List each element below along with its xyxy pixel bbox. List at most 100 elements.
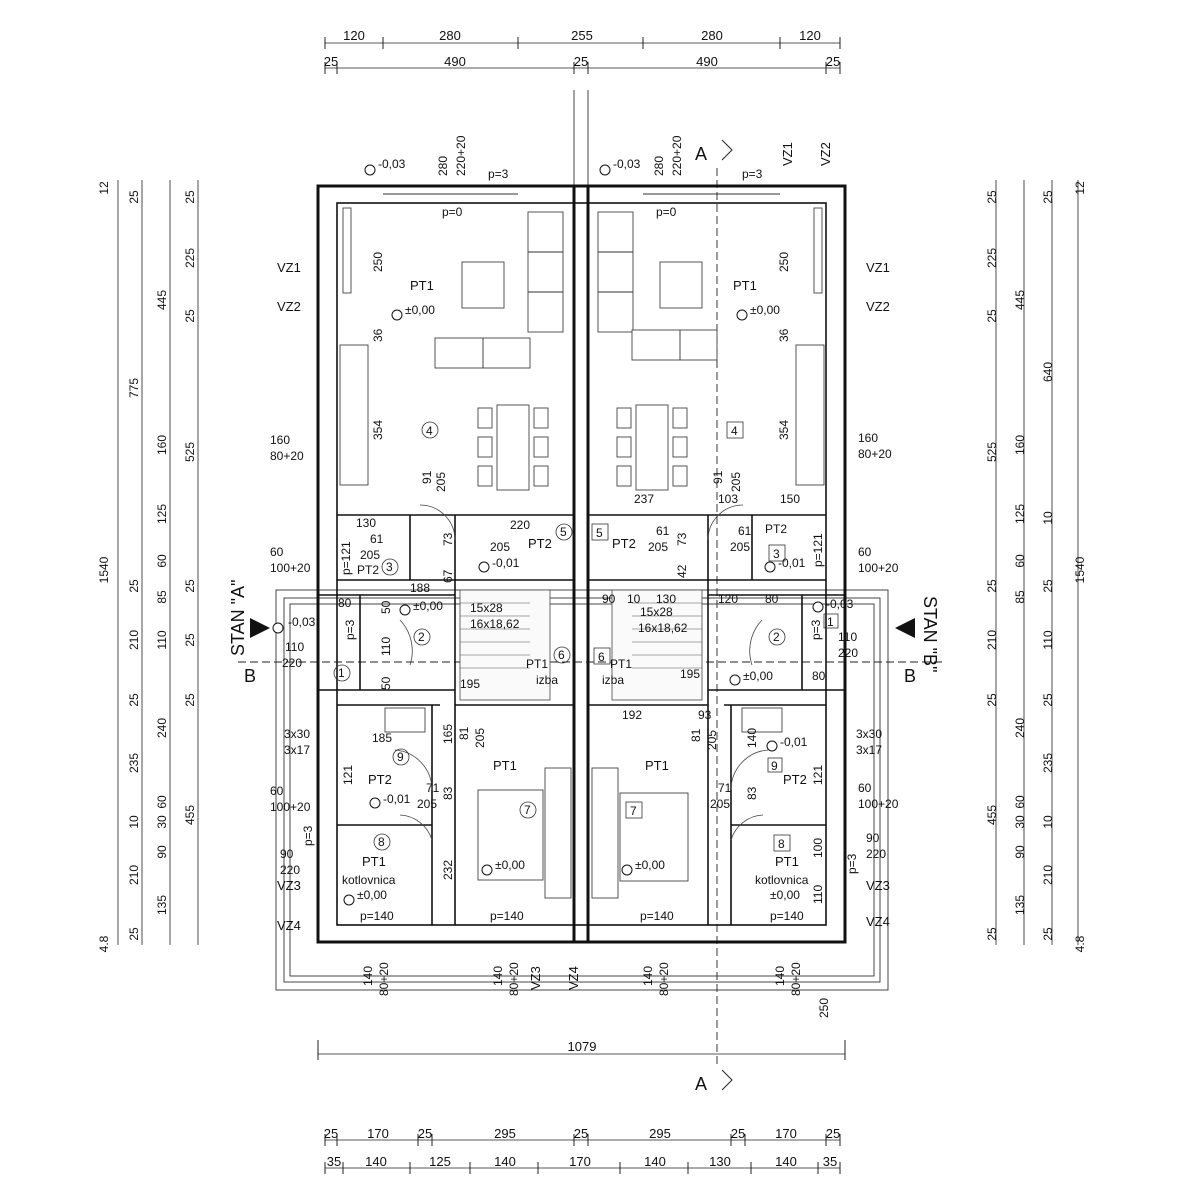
section-line-b: B B (238, 661, 945, 686)
left-dim-a13: 25 (127, 927, 141, 941)
bottom-dim-9: 25 (826, 1126, 840, 1141)
top-dim-1: 120 (343, 28, 365, 43)
stan-b-label: STAN "B" (920, 596, 940, 672)
coffee-table-left (461, 261, 505, 309)
left-dim-a5: 25 (127, 579, 141, 593)
wardrobe-right (591, 767, 619, 899)
dim-b-bath-205: 205 (710, 797, 730, 811)
kitchen-counter-left (339, 344, 369, 486)
left-dim-a11: 90 (155, 845, 169, 859)
right-dim-b18: 210 (1041, 865, 1055, 885)
bottom-dim-13: 140 (494, 1154, 516, 1169)
room-bedroom-b: PT1 (645, 758, 669, 773)
top-dim-3: 255 (571, 28, 593, 43)
dim-b-w2: 140 (773, 966, 787, 986)
dim-b-237: 237 (634, 492, 654, 506)
bottom-dim-11: 140 (365, 1154, 387, 1169)
dim-a-81: 81 (457, 726, 471, 740)
bottom-dim-5: 25 (574, 1126, 588, 1141)
window-a-kitchen-w: 160 (270, 433, 290, 447)
left-dim-a12: 135 (155, 895, 169, 915)
door-a-boiler-w: 90 (280, 847, 294, 861)
bottom-dim-12: 125 (429, 1154, 451, 1169)
window-b-kitchen-h: 80+20 (858, 447, 892, 461)
sill-a-door: p=0 (442, 205, 463, 219)
dim-b-205-v: 205 (705, 730, 719, 750)
left-dim-b11: 10 (127, 815, 141, 829)
sill-b-top: p=3 (742, 167, 763, 181)
sill-a-entry: p=3 (343, 619, 357, 640)
dim-a-130: 130 (356, 516, 376, 530)
room-num-5b: 5 (596, 526, 603, 540)
level-b-bedroom: ±0,00 (635, 858, 665, 872)
dim-a-w2h: 80+20 (507, 962, 521, 996)
dim-a-wc-61: 61 (370, 532, 384, 546)
room-bath-a: PT2 (368, 772, 392, 787)
steps-a-2: 3x17 (284, 743, 310, 757)
dim-b-195: 195 (680, 667, 700, 681)
sill-b-boiler: p=140 (770, 909, 804, 923)
right-dim-b2: 225 (985, 248, 999, 268)
level-a-hall: -0,01 (492, 556, 520, 570)
room-boiler-a: PT1 (362, 854, 386, 869)
dim-a-50b: 50 (379, 676, 393, 690)
left-dim-b1: 25 (183, 190, 197, 204)
right-dim-b20: 25 (1041, 927, 1055, 941)
left-dim-a4: 60 (155, 554, 169, 568)
room-num-7b: 7 (630, 804, 637, 818)
dim-b-wc-205: 205 (730, 540, 750, 554)
sill-a-boiler: p=140 (360, 909, 394, 923)
room-labels: PT1 PT1 PT2 PT2 PT2 PT2 PT1 PT1 PT2 PT2 … (342, 278, 809, 887)
level-b-hall: -0,01 (778, 556, 806, 570)
vz1-left: VZ1 (277, 260, 301, 275)
vz2-left: VZ2 (277, 299, 301, 314)
room-num-3b: 3 (773, 547, 780, 561)
steps-b-1: 3x30 (856, 727, 882, 741)
left-dim-775: 775 (127, 378, 141, 398)
top-dim-8: 25 (574, 54, 588, 69)
left-dim-a1: 25 (127, 190, 141, 204)
dim-b-hall-205: 205 (648, 540, 668, 554)
right-dim-b12: 240 (1013, 718, 1027, 738)
bottom-dimension-chain: 25 170 25 295 25 295 25 170 25 35 140 12… (324, 1126, 841, 1174)
level-a-boiler: ±0,00 (357, 888, 387, 902)
right-dim-a3: 525 (985, 442, 999, 462)
dim-a-bath-205: 205 (417, 797, 437, 811)
section-b-right: B (904, 666, 916, 686)
right-dim-1540: 1540 (1073, 556, 1087, 583)
dim-a-220: 220 (510, 518, 530, 532)
level-b-entrance: -0,03 (613, 157, 641, 171)
armchair-left (434, 337, 531, 369)
left-dimension-chain: 12 445 775 1540 25 160 125 60 25 110 25 … (97, 180, 199, 952)
room-boiler-b: PT1 (775, 854, 799, 869)
room-num-9a: 9 (397, 750, 404, 764)
dim-a-36: 36 (371, 328, 385, 342)
right-dim-a1: 25 (985, 190, 999, 204)
room-storage-b-name: izba (602, 673, 624, 687)
left-dim-445: 445 (155, 290, 169, 310)
overall-width-value: 1079 (568, 1039, 597, 1054)
right-dim-b10: 110 (1041, 630, 1055, 649)
room-num-4a: 4 (426, 424, 433, 438)
dim-b-110: 110 (811, 885, 825, 904)
door-b-h: 220 (838, 646, 858, 660)
stairs-b-1: 15x28 (640, 605, 673, 619)
dim-b-36: 36 (777, 328, 791, 342)
left-dim-b7: 25 (183, 693, 197, 707)
room-storage-a: PT1 (526, 657, 548, 671)
room-storage-b: PT1 (610, 657, 632, 671)
right-dim-b13: 235 (1041, 753, 1055, 773)
door-a-w: 110 (285, 640, 304, 654)
vz2-right: VZ2 (866, 299, 890, 314)
dining-table-right (635, 404, 669, 491)
bottom-dim-3: 25 (418, 1126, 432, 1141)
window-vz1-right (813, 207, 823, 294)
coffee-table-right (659, 261, 703, 309)
dim-b-205: 205 (729, 472, 743, 492)
terrace-outline (275, 589, 889, 991)
dim-b-42: 42 (675, 564, 689, 578)
dim-b-91: 91 (711, 470, 725, 484)
bottom-dim-10: 35 (327, 1154, 341, 1169)
right-dim-b14: 60 (1013, 795, 1027, 809)
room-num-8a: 8 (378, 835, 385, 849)
